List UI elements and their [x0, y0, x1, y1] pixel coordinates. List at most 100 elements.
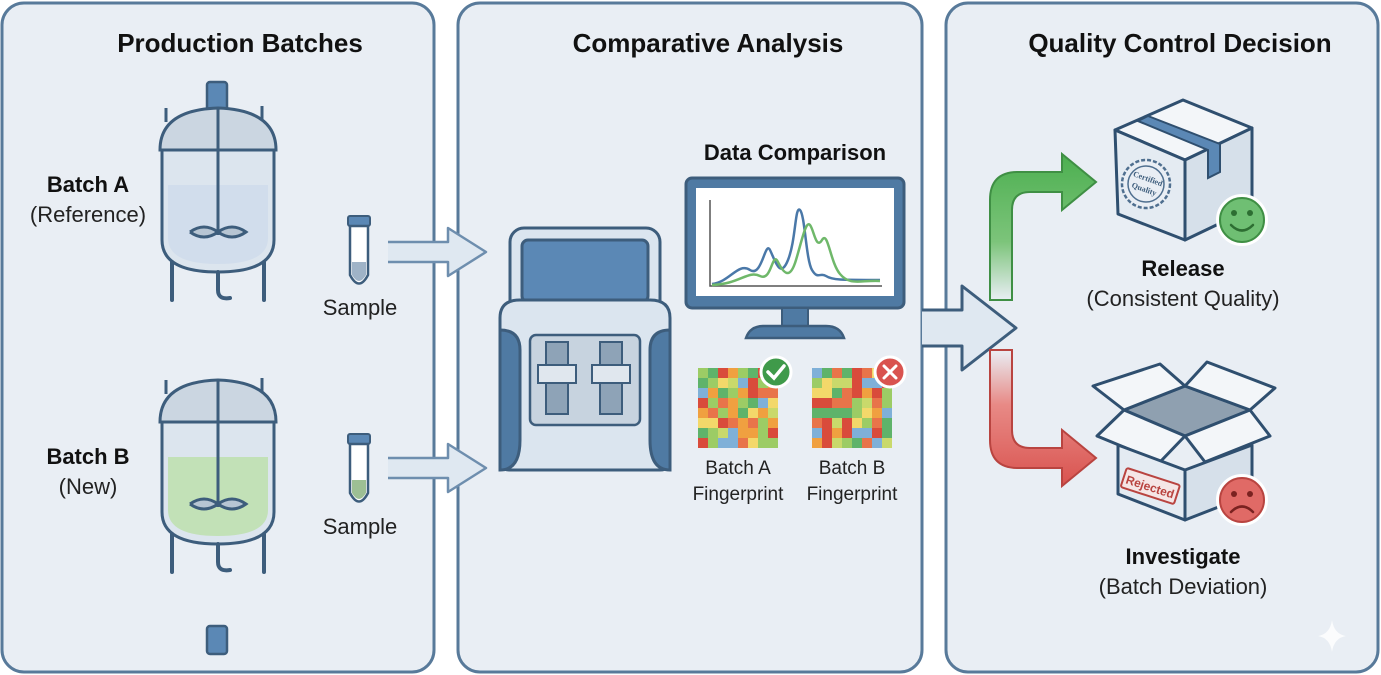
reactor-vessel-icon: [158, 378, 278, 656]
heatmap-cell: [822, 398, 832, 408]
heatmap-cell: [748, 398, 758, 408]
rejected-box-icon: Rejected: [1091, 360, 1277, 522]
sample-tube-icon: [347, 433, 371, 503]
heatmap-cell: [862, 438, 872, 448]
batch-b-note: (New): [59, 474, 118, 499]
heatmap-cell: [872, 398, 882, 408]
heatmap-cell: [822, 418, 832, 428]
heatmap-cell: [758, 438, 768, 448]
heatmap-cell: [872, 428, 882, 438]
heatmap-cell: [852, 438, 862, 448]
investigate-subtitle: (Batch Deviation): [1099, 574, 1268, 599]
monitor-title: Data Comparison: [704, 140, 886, 165]
heatmap-cell: [718, 398, 728, 408]
batch-a-label: Batch A: [47, 172, 129, 197]
heatmap-cell: [832, 418, 842, 428]
fingerprint-label: Batch B: [819, 458, 886, 479]
heatmap-cell: [758, 408, 768, 418]
heatmap-cell: [708, 438, 718, 448]
heatmap-cell: [872, 438, 882, 448]
heatmap-cell: [822, 388, 832, 398]
smiley-happy-icon: [1216, 194, 1268, 246]
heatmap-cell: [832, 368, 842, 378]
heatmap-cell: [882, 398, 892, 408]
heatmap-cell: [822, 378, 832, 388]
fingerprint-label: Batch A: [705, 458, 771, 479]
heatmap-cell: [812, 408, 822, 418]
heatmap-cell: [758, 388, 768, 398]
release-title: Release: [1141, 256, 1224, 281]
heatmap-cell: [768, 388, 778, 398]
heatmap-cell: [698, 378, 708, 388]
heatmap-cell: [738, 428, 748, 438]
heatmap-cell: [708, 398, 718, 408]
investigate-title: Investigate: [1126, 544, 1241, 569]
heatmap-cell: [708, 368, 718, 378]
reactor-vessel-icon: [158, 80, 278, 302]
heatmap-cell: [728, 388, 738, 398]
heatmap-cell: [812, 398, 822, 408]
heatmap-cell: [698, 388, 708, 398]
heatmap-cell: [738, 408, 748, 418]
heatmap-cell: [738, 378, 748, 388]
heatmap-cell: [728, 428, 738, 438]
heatmap-cell: [738, 438, 748, 448]
release-arrow-icon: [989, 151, 1098, 301]
heatmap-cell: [882, 418, 892, 428]
heatmap-cell: [748, 388, 758, 398]
heatmap-cell: [832, 398, 842, 408]
heatmap-cell: [738, 418, 748, 428]
heatmap-cell: [758, 378, 768, 388]
heatmap-cell: [862, 418, 872, 428]
heatmap-cell: [758, 428, 768, 438]
heatmap-cell: [842, 368, 852, 378]
x-icon: [873, 355, 907, 389]
heatmap-cell: [832, 378, 842, 388]
heatmap-cell: [728, 438, 738, 448]
heatmap-cell: [852, 418, 862, 428]
heatmap-cell: [832, 438, 842, 448]
investigate-arrow-icon: [989, 349, 1098, 489]
heatmap-cell: [842, 378, 852, 388]
heatmap-cell: [698, 438, 708, 448]
heatmap-cell: [718, 368, 728, 378]
analyzer-instrument-icon: [498, 226, 672, 472]
heatmap-cell: [708, 408, 718, 418]
arrow-right-icon: [922, 284, 1018, 372]
heatmap-cell: [768, 418, 778, 428]
heatmap-cell: [842, 418, 852, 428]
heatmap-cell: [832, 388, 842, 398]
heatmap-cell: [852, 368, 862, 378]
heatmap-cell: [718, 418, 728, 428]
heatmap-cell: [738, 388, 748, 398]
heatmap-cell: [852, 378, 862, 388]
heatmap-cell: [728, 368, 738, 378]
sample-tube-icon: [347, 215, 371, 285]
arrow-right-icon: [388, 226, 488, 278]
heatmap-cell: [718, 408, 728, 418]
batch-b-label: Batch B: [46, 444, 129, 469]
heatmap-cell: [738, 398, 748, 408]
arrow-right-icon: [388, 442, 488, 494]
heatmap-cell: [748, 428, 758, 438]
heatmap-cell: [852, 428, 862, 438]
heatmap-cell: [718, 378, 728, 388]
heatmap-cell: [698, 418, 708, 428]
check-icon: [759, 355, 793, 389]
batch-a-note: (Reference): [30, 202, 146, 227]
panel-quality-control: [944, 1, 1380, 674]
heatmap-cell: [748, 438, 758, 448]
heatmap-cell: [842, 428, 852, 438]
monitor-icon: [684, 176, 906, 340]
heatmap-cell: [718, 388, 728, 398]
heatmap-cell: [862, 378, 872, 388]
heatmap-cell: [738, 368, 748, 378]
heatmap-cell: [768, 438, 778, 448]
heatmap-cell: [822, 428, 832, 438]
panel-title: Comparative Analysis: [573, 28, 844, 58]
heatmap-cell: [748, 418, 758, 428]
heatmap-cell: [862, 388, 872, 398]
batch-a-fingerprint-heatmap: [698, 368, 778, 448]
heatmap-cell: [768, 398, 778, 408]
